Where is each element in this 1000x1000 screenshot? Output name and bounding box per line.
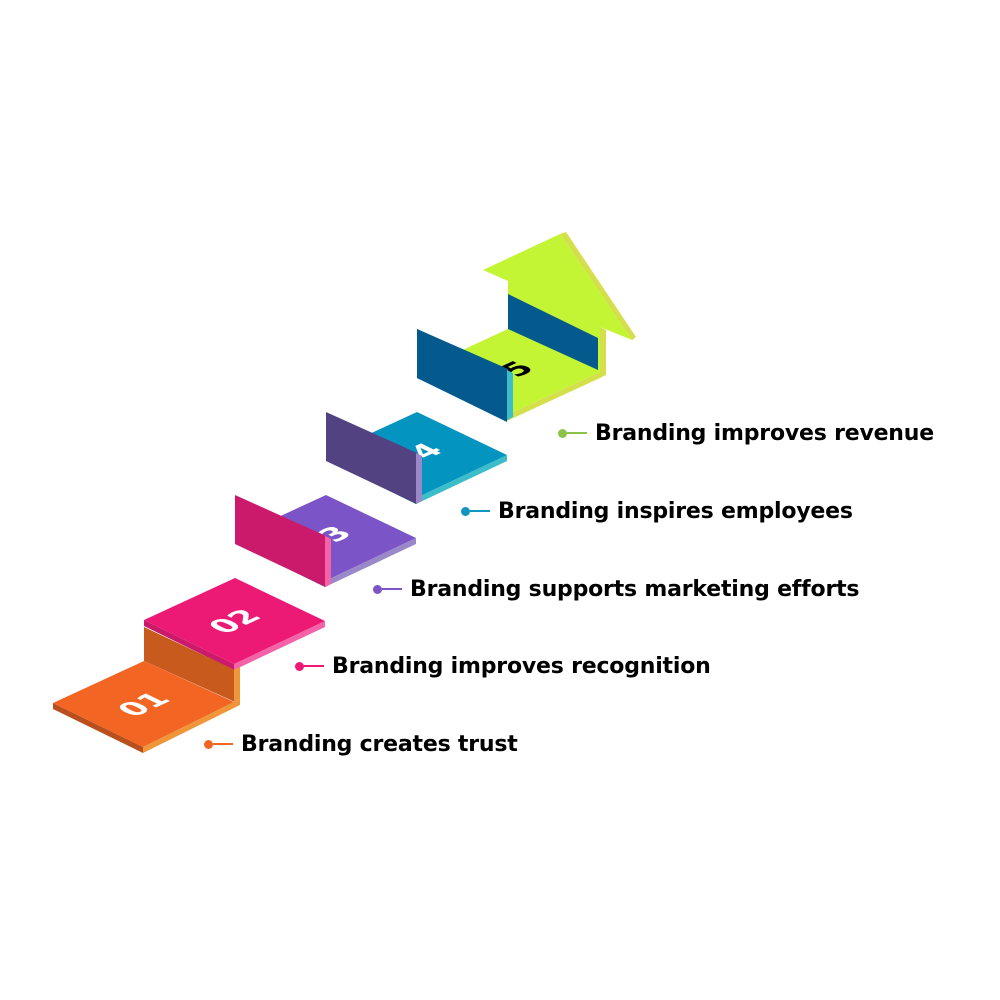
bullet-dot-icon <box>373 584 382 594</box>
label-step-3: Branding supports marketing efforts <box>373 574 860 604</box>
label-text: Branding improves revenue <box>595 420 934 446</box>
label-text: Branding improves recognition <box>332 653 711 679</box>
connector-line <box>567 432 587 434</box>
bullet-dot-icon <box>558 428 567 438</box>
bullet-dot-icon <box>204 739 213 749</box>
connector-line <box>470 510 490 512</box>
connector-line <box>213 743 233 745</box>
label-text: Branding creates trust <box>241 731 518 757</box>
bullet-dot-icon <box>295 661 304 671</box>
bullet-dot-icon <box>461 506 470 516</box>
label-step-4: Branding inspires employees <box>461 496 853 526</box>
label-step-2: Branding improves recognition <box>295 651 711 681</box>
label-step-5: Branding improves revenue <box>558 418 934 448</box>
connector-line <box>304 665 324 667</box>
arrow-head-edge <box>560 232 636 340</box>
arrow-shaft-edge <box>600 327 606 378</box>
step-2: 02 <box>144 495 331 670</box>
connector-line <box>382 588 402 590</box>
label-text: Branding inspires employees <box>498 498 853 524</box>
step-1: 01 <box>53 627 240 753</box>
label-text: Branding supports marketing efforts <box>410 576 860 602</box>
step-5-right-edge <box>507 372 600 421</box>
label-step-1: Branding creates trust <box>204 729 518 759</box>
